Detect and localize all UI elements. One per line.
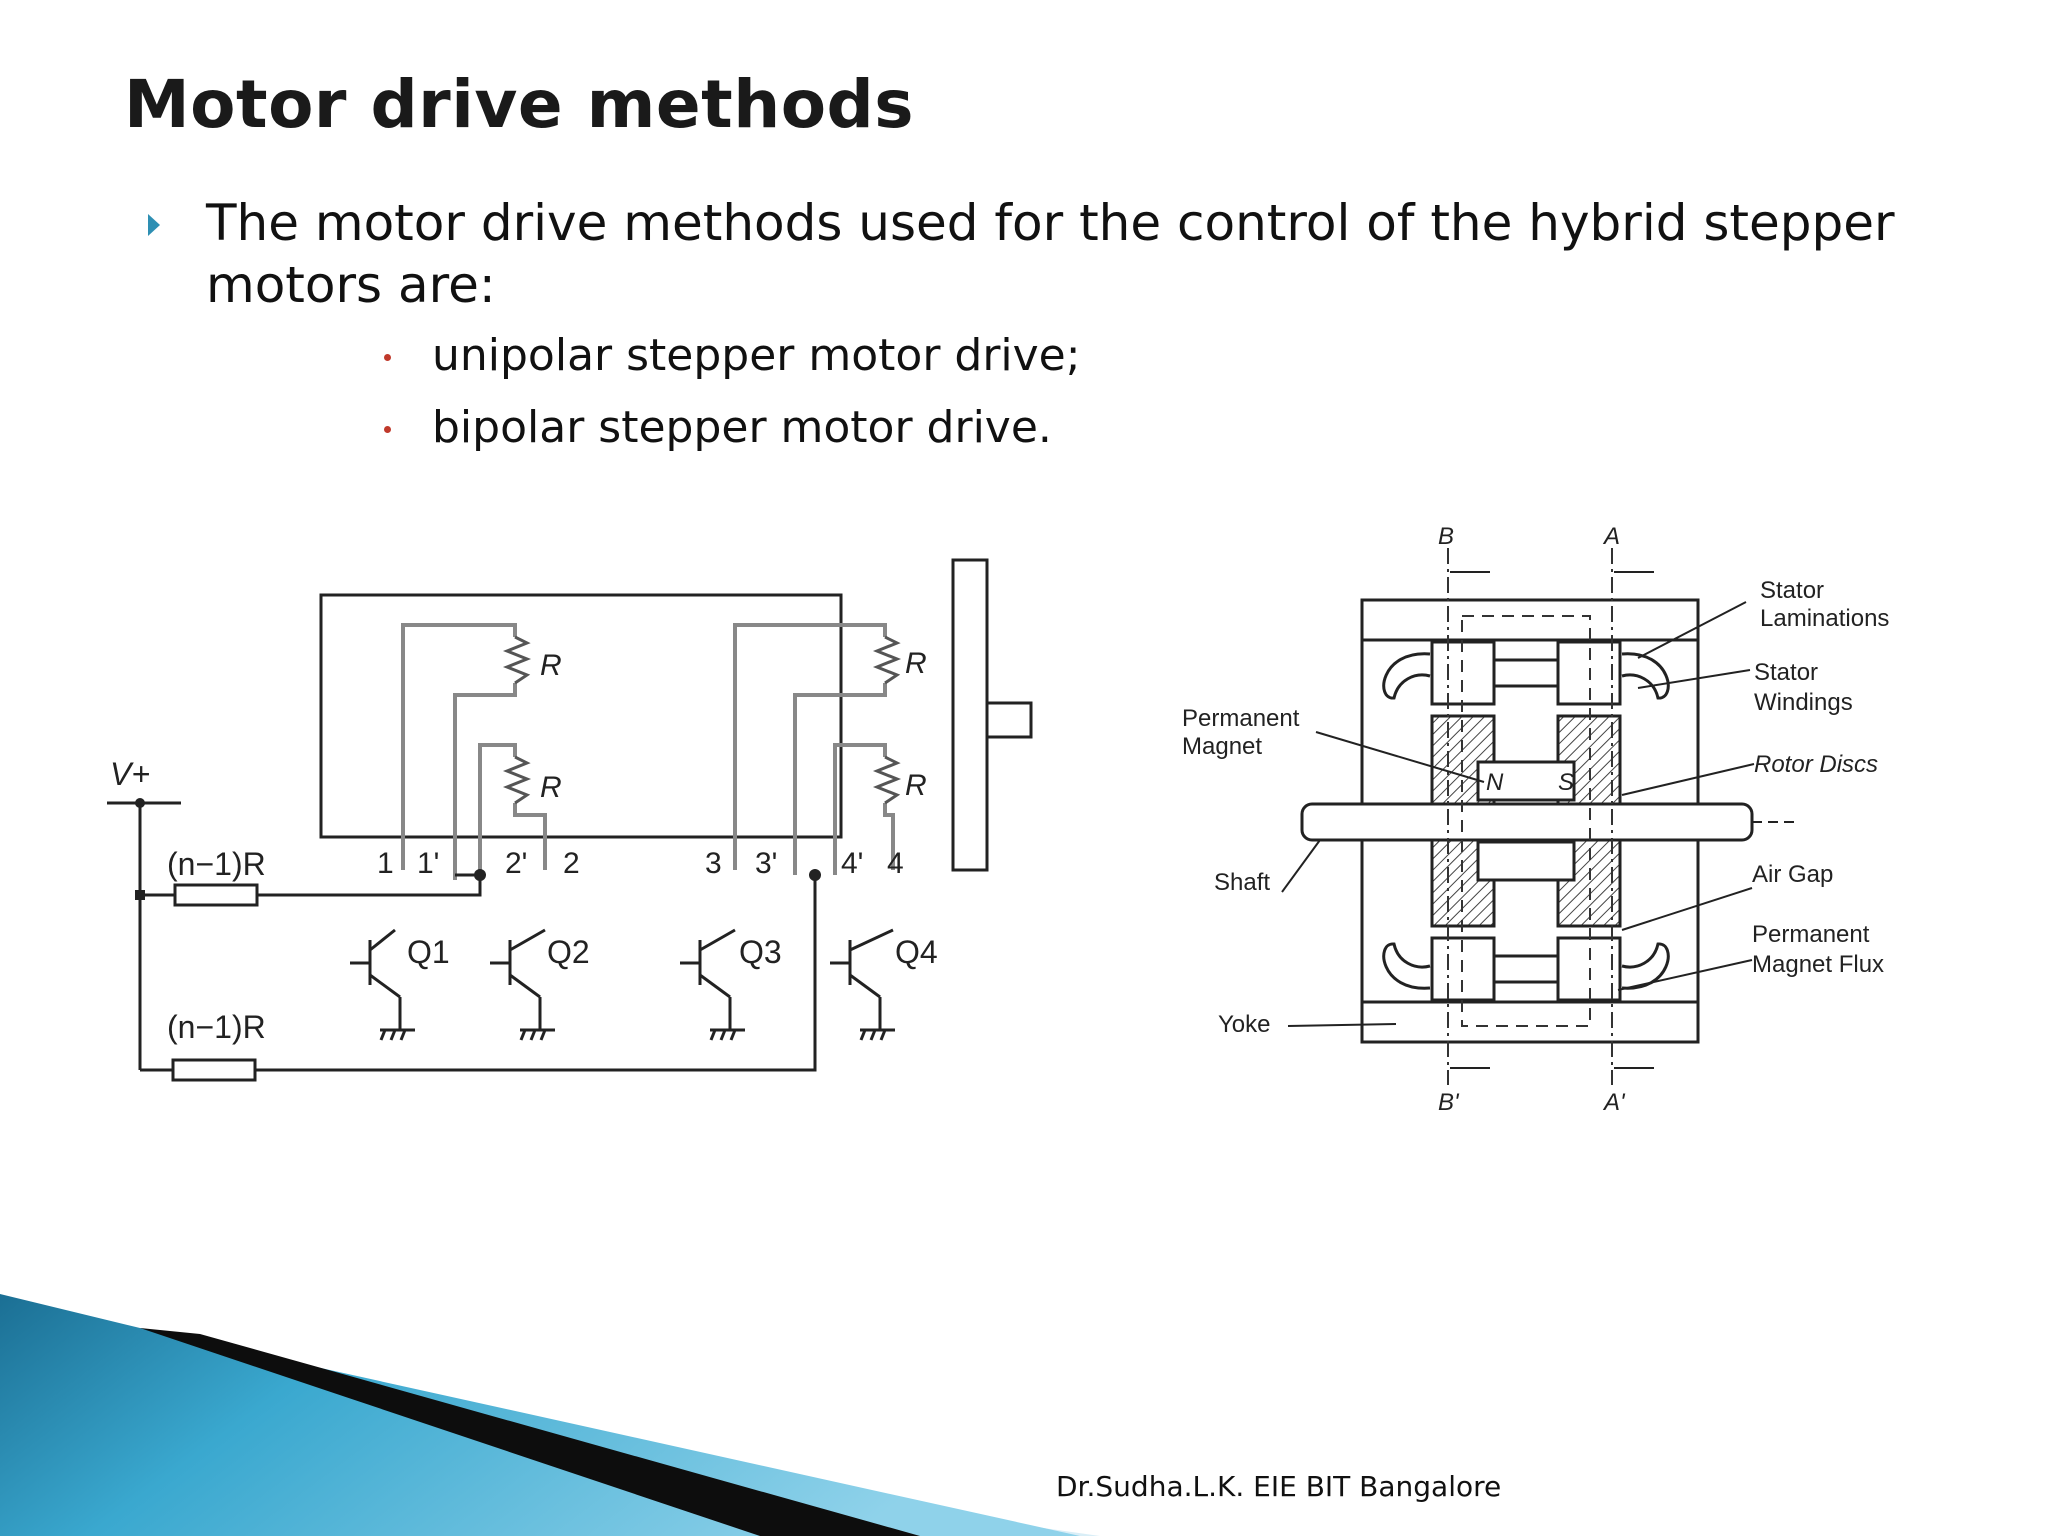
label-rotor-discs: Rotor Discs bbox=[1754, 751, 1878, 778]
resistor-label: R bbox=[905, 647, 927, 680]
label-pm-flux: Magnet Flux bbox=[1752, 951, 1884, 978]
pole-label: N bbox=[1486, 769, 1504, 796]
transistor-q4 bbox=[830, 928, 895, 1041]
terminal-label: 2' bbox=[505, 847, 527, 880]
unipolar-drive-circuit: R R R R 1 1' 2' 2 3 3' 4' 4 V+ (n−1)R (n… bbox=[107, 558, 1033, 1082]
supply-label: V+ bbox=[110, 756, 150, 792]
label-stator-windings: Stator bbox=[1754, 659, 1818, 686]
dot-bullet-icon bbox=[384, 354, 391, 361]
hybrid-stepper-cross-section: B A B' A' N S Stator Laminations Stator … bbox=[1182, 523, 1889, 1116]
section-label: A' bbox=[1602, 1089, 1626, 1116]
label-stator-laminations: Laminations bbox=[1760, 605, 1889, 632]
method-label: bipolar stepper motor drive. bbox=[432, 402, 1052, 453]
terminal-label: 3' bbox=[755, 847, 777, 880]
terminal-label: 1' bbox=[417, 847, 439, 880]
label-stator-windings: Windings bbox=[1754, 689, 1853, 716]
series-resistor-label: (n−1)R bbox=[167, 846, 266, 882]
slide-title: Motor drive methods bbox=[124, 66, 915, 143]
terminal-label: 4 bbox=[887, 847, 904, 880]
terminal-label: 4' bbox=[841, 847, 863, 880]
terminal-label: 3 bbox=[705, 847, 722, 880]
transistor-q1 bbox=[350, 928, 415, 1041]
pole-label: S bbox=[1558, 769, 1574, 796]
transistor-label: Q4 bbox=[895, 934, 938, 970]
transistor-q2 bbox=[490, 928, 555, 1041]
transistor-label: Q3 bbox=[739, 934, 782, 970]
resistor-label: R bbox=[905, 769, 927, 802]
label-yoke: Yoke bbox=[1218, 1011, 1271, 1038]
section-label: B' bbox=[1438, 1089, 1460, 1116]
transistor-label: Q1 bbox=[407, 934, 450, 970]
terminal-label: 2 bbox=[563, 847, 580, 880]
footer-credit: Dr.Sudha.L.K. EIE BIT Bangalore bbox=[1056, 1470, 1502, 1503]
series-resistor-label: (n−1)R bbox=[167, 1009, 266, 1045]
intro-text: The motor drive methods used for the con… bbox=[206, 194, 1895, 314]
label-stator-laminations: Stator bbox=[1760, 577, 1824, 604]
section-label: B bbox=[1438, 523, 1454, 550]
dot-bullet-icon bbox=[384, 426, 391, 433]
label-pm-flux: Permanent bbox=[1752, 921, 1870, 948]
resistor-label: R bbox=[540, 771, 562, 804]
label-shaft: Shaft bbox=[1214, 869, 1270, 896]
transistor-q3 bbox=[680, 928, 745, 1041]
arrow-bullet-icon bbox=[148, 214, 160, 236]
decorative-swoosh bbox=[0, 1294, 1100, 1536]
section-label: A bbox=[1602, 523, 1620, 550]
transistor-label: Q2 bbox=[547, 934, 590, 970]
label-permanent-magnet: Permanent bbox=[1182, 705, 1300, 732]
method-label: unipolar stepper motor drive; bbox=[432, 330, 1081, 381]
resistor-label: R bbox=[540, 649, 562, 682]
label-air-gap: Air Gap bbox=[1752, 861, 1833, 888]
label-permanent-magnet: Magnet bbox=[1182, 733, 1262, 760]
terminal-label: 1 bbox=[377, 847, 394, 880]
